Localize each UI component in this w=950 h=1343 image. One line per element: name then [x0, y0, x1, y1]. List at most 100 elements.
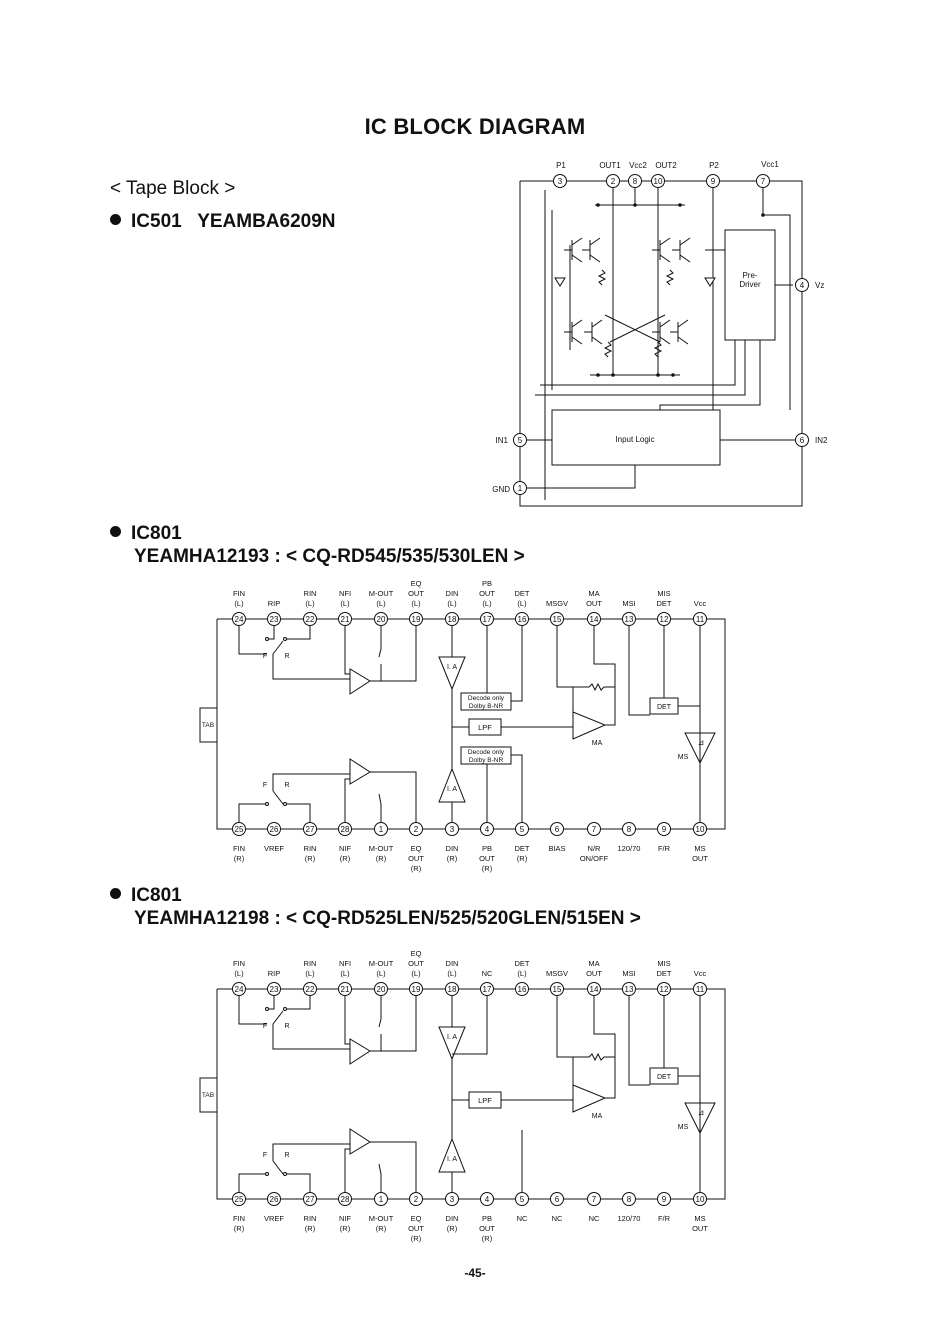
switch-f-label: F	[263, 1023, 267, 1030]
ia-amp-l	[438, 656, 466, 691]
predriver-block	[724, 229, 776, 341]
pin-label: (R)	[411, 864, 422, 873]
wire	[659, 237, 671, 246]
pin-14	[587, 982, 601, 996]
pin-label: (L)	[517, 599, 527, 608]
pin-number: 9	[662, 825, 667, 834]
pin-label: 120/70	[618, 1214, 641, 1223]
pin-label: MA	[588, 589, 599, 598]
pin-number: 10	[696, 1195, 705, 1204]
pin-label: M-OUT	[369, 1214, 394, 1223]
switch-r-label: R	[284, 1152, 289, 1159]
wire	[285, 1173, 311, 1192]
switch-arm	[272, 1010, 284, 1025]
pin-28	[338, 822, 352, 836]
wire	[267, 626, 275, 640]
pin-label: DET	[657, 599, 672, 608]
tab-label: TAB	[202, 1092, 214, 1099]
label: Vcc2	[629, 161, 647, 170]
tab-label: TAB	[202, 722, 214, 729]
pin-label: OUT	[408, 959, 424, 968]
pin-label: OUT	[692, 854, 708, 863]
pin-number: 22	[306, 985, 315, 994]
pin-label: (R)	[340, 854, 351, 863]
pin-number: 23	[270, 615, 279, 624]
pin-label: PB	[482, 579, 492, 588]
pin-24	[232, 612, 246, 626]
pin-label: Vcc	[694, 969, 707, 978]
wire	[344, 996, 350, 1045]
wire	[591, 336, 603, 345]
wire	[659, 336, 671, 345]
pin-label: (L)	[340, 599, 350, 608]
pin-5	[515, 1192, 529, 1206]
pin-label: (L)	[340, 969, 350, 978]
pin-number: 4	[800, 281, 805, 290]
pin-label: (R)	[376, 854, 387, 863]
pin-label: VREF	[264, 844, 284, 853]
ia-label: I. A	[447, 1034, 457, 1041]
pin-number: 25	[235, 825, 244, 834]
pin-label: (R)	[411, 1234, 422, 1243]
wire	[272, 773, 350, 791]
wire	[556, 626, 574, 717]
pin-number: 10	[654, 177, 663, 186]
pin-label: (R)	[482, 864, 493, 873]
pin-label: (L)	[411, 599, 421, 608]
pin-number: 10	[696, 825, 705, 834]
pin-label: F/R	[658, 1214, 671, 1223]
label: OUT2	[655, 161, 677, 170]
pin-label: (R)	[234, 854, 245, 863]
pin-number: 3	[450, 1195, 455, 1204]
resistor	[573, 1052, 615, 1062]
decode-label: Dolby B-NR	[469, 757, 504, 764]
pin-16	[515, 982, 529, 996]
pin-4	[480, 1192, 494, 1206]
pin-7	[756, 174, 770, 188]
pin-label: EQ	[411, 579, 422, 588]
pin-label: EQ	[411, 949, 422, 958]
pin-label: MA	[588, 959, 599, 968]
pin-21	[338, 982, 352, 996]
pin-label: FIN	[233, 844, 245, 853]
pin-8	[622, 822, 636, 836]
pin-label: (L)	[305, 599, 315, 608]
pin-number: 2	[611, 177, 616, 186]
wire	[285, 626, 311, 640]
switch-contact	[283, 1172, 287, 1176]
pin-number: 6	[800, 436, 805, 445]
pin-11	[693, 612, 707, 626]
pin-12	[657, 612, 671, 626]
wire	[593, 996, 616, 1057]
det-label: DET	[657, 704, 672, 711]
pin-9	[657, 822, 671, 836]
tape-block-heading: < Tape Block >	[110, 178, 236, 199]
wire	[571, 336, 583, 345]
pin-label: MS	[694, 844, 705, 853]
pin-number: 27	[306, 825, 315, 834]
switch	[378, 1163, 382, 1192]
switch-contact	[283, 802, 287, 806]
pin-label: MSGV	[546, 599, 568, 608]
pin-label: (L)	[411, 969, 421, 978]
switch-r-label: R	[284, 653, 289, 660]
ia-label: I. A	[447, 1156, 457, 1163]
pin-label: NC	[589, 1214, 600, 1223]
input-amp-r	[349, 758, 371, 785]
pin-22	[303, 982, 317, 996]
pin-number: 9	[662, 1195, 667, 1204]
junction-dot	[633, 203, 637, 207]
junction-dot	[671, 373, 675, 377]
pin-label: (R)	[447, 1224, 458, 1233]
ic501-label: IC501 YEAMBA6209N	[131, 211, 336, 232]
pin-number: 2	[414, 825, 419, 834]
det-label: DET	[657, 1074, 672, 1081]
pin-label: (R)	[376, 1224, 387, 1233]
pin-10	[693, 822, 707, 836]
pin-label: OUT	[692, 1224, 708, 1233]
pin-label: DET	[657, 969, 672, 978]
wire	[511, 626, 523, 702]
pin-label: NC	[482, 969, 493, 978]
pin-number: 1	[379, 825, 384, 834]
pin-label: NFI	[339, 589, 351, 598]
